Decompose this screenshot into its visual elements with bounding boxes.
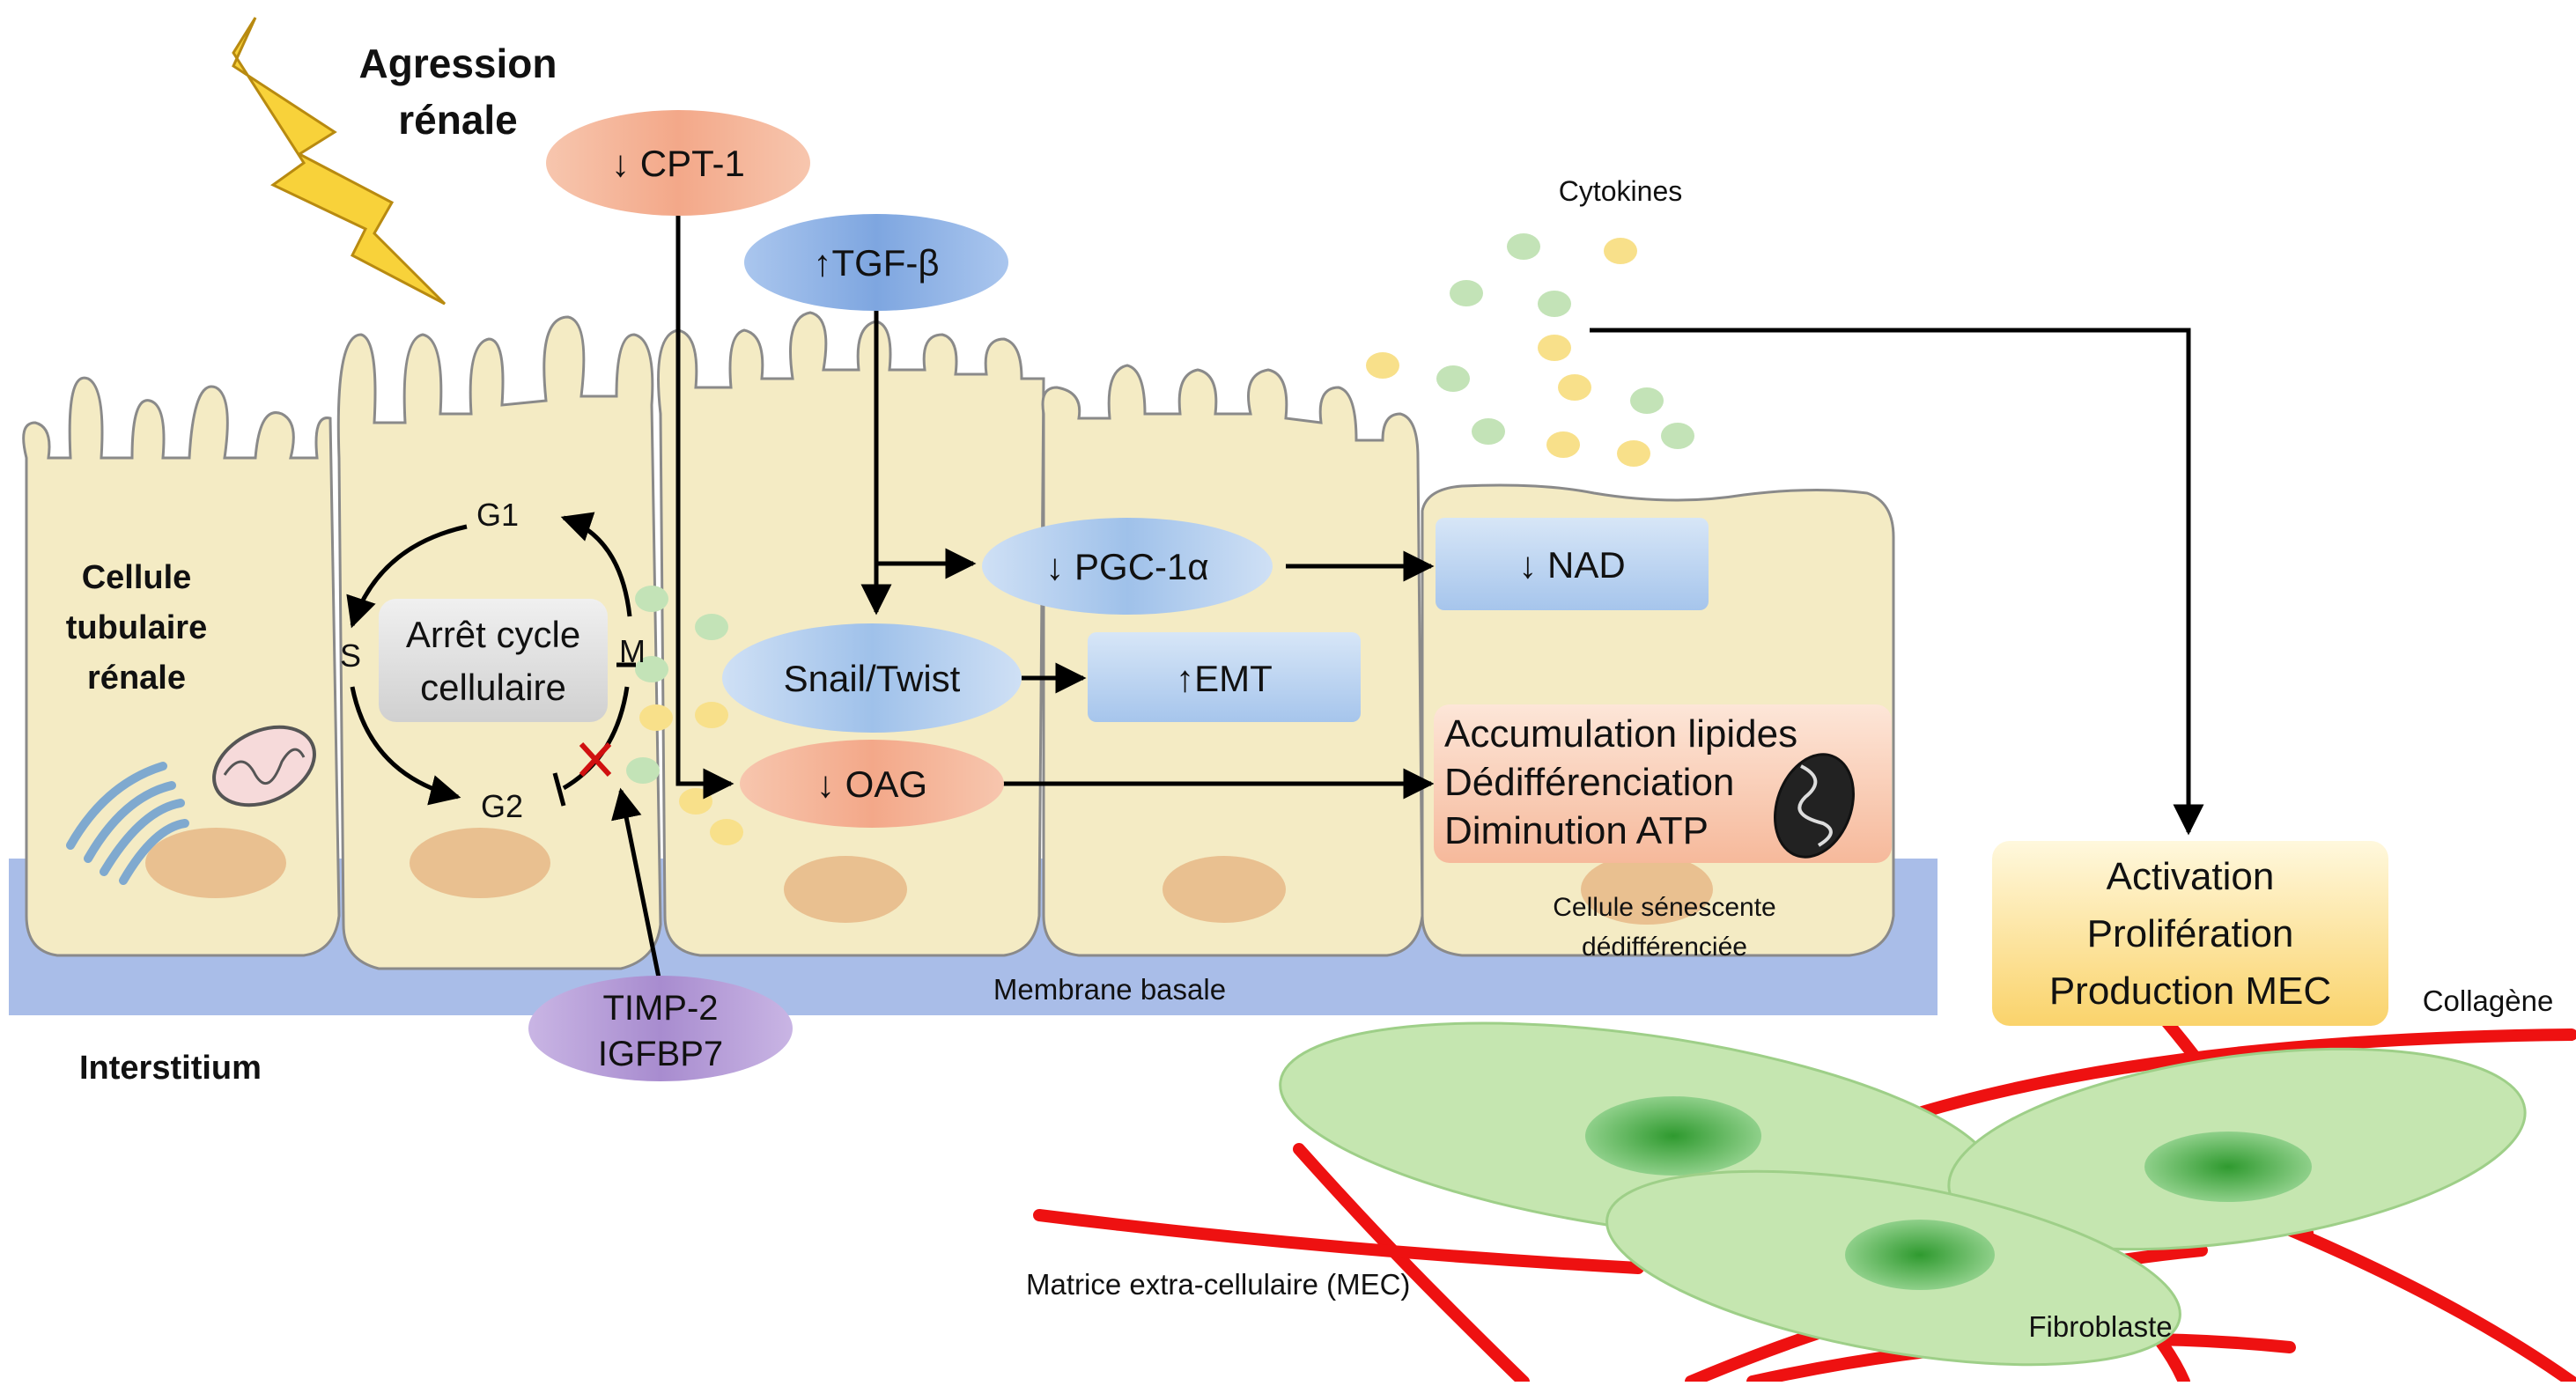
fibroblasts <box>1279 1021 2527 1367</box>
emt-box <box>1088 632 1361 722</box>
interstitium-label: Interstitium <box>79 1050 262 1087</box>
cytokine <box>639 704 673 731</box>
cytokine <box>626 757 660 784</box>
cpt1-label: ↓ CPT-1 <box>611 143 745 184</box>
cycle-arrow-s-g2 <box>350 686 461 806</box>
cytokine <box>1538 291 1571 317</box>
fibroblast <box>1947 1047 2527 1251</box>
oag-label: ↓ OAG <box>816 763 927 805</box>
nad-label: ↓ NAD <box>1518 544 1625 586</box>
cytokine <box>1661 423 1694 449</box>
agression-label-line2: rénale <box>398 97 518 143</box>
activation-line3: Production MEC <box>2049 969 2331 1013</box>
cytokine <box>710 819 743 845</box>
arrow-cpt1-oag <box>675 216 734 800</box>
cytokine <box>1436 365 1470 392</box>
tubular-cell-label-line2: tubulaire <box>66 609 207 646</box>
cytokines-label: Cytokines <box>1559 175 1683 207</box>
dark-mitochondrion-overlay-icon <box>1774 753 1855 859</box>
inhibition-bar <box>552 772 566 807</box>
activation-line1: Activation <box>2107 855 2275 898</box>
nucleus <box>410 828 550 898</box>
snail-node <box>722 623 1022 733</box>
cycle-arrow-g1-s <box>346 524 468 629</box>
arrow-cytokines-activation <box>1590 328 2204 836</box>
snail-label: Snail/Twist <box>784 658 961 699</box>
mitochondrion-icon <box>212 725 316 807</box>
activation-box <box>1992 841 2388 1026</box>
cycle-m-label: M <box>619 633 646 669</box>
senescent-label-line2: dédifférenciée <box>1582 933 1747 962</box>
cycle-arrest-line2: cellulaire <box>420 667 566 708</box>
cross-icon <box>579 741 612 778</box>
cycle-arrest-line1: Arrêt cycle <box>406 614 580 655</box>
timp-node <box>528 976 793 1081</box>
timp-label-line2: IGFBP7 <box>598 1035 723 1073</box>
emt-label: ↑EMT <box>1176 658 1273 699</box>
golgi-icon <box>66 762 189 885</box>
nuclei <box>145 828 1713 925</box>
nucleus <box>145 828 286 898</box>
lipides-line1: Accumulation lipides <box>1444 712 1797 756</box>
cytokine <box>1507 233 1540 260</box>
cytokine <box>1366 352 1399 379</box>
cytokine <box>635 586 668 612</box>
cytokine <box>1546 431 1580 458</box>
cytokine <box>635 656 668 682</box>
tubular-cell-label-line3: rénale <box>87 660 186 697</box>
agression-label-line1: Agression <box>359 41 557 86</box>
tgfb-node <box>744 214 1008 311</box>
arrow-timp-cycle <box>611 787 663 987</box>
cell-1 <box>22 376 341 957</box>
cytokine <box>1630 387 1664 414</box>
cycle-g2-label: G2 <box>481 788 523 824</box>
cytokine <box>1558 374 1591 401</box>
cytokine <box>679 788 712 815</box>
cytokine <box>1472 418 1505 445</box>
cycle-g1-label: G1 <box>476 497 519 533</box>
cytokines <box>626 233 1694 845</box>
tubular-cell-label-line1: Cellule <box>82 559 192 596</box>
nucleus <box>1163 856 1286 923</box>
cytokine <box>695 614 728 640</box>
membrane-label: Membrane basale <box>993 973 1226 1006</box>
nad-box <box>1436 518 1709 610</box>
pgc1a-label: ↓ PGC-1α <box>1045 546 1208 587</box>
cycle-arrow-m-g1 <box>560 512 632 617</box>
lipides-line2: Dédifférenciation <box>1444 761 1734 804</box>
collagen-label: Collagène <box>2423 984 2554 1017</box>
cpt1-node <box>546 110 810 216</box>
timp-label-line1: TIMP-2 <box>602 989 718 1028</box>
activation-line2: Prolifération <box>2087 912 2294 955</box>
cytokine <box>1604 238 1637 264</box>
cytokine <box>1538 335 1571 361</box>
oag-node <box>740 740 1004 828</box>
cytokine <box>695 702 728 728</box>
pgc1a-node <box>982 518 1273 615</box>
cytokine <box>1617 440 1650 467</box>
tgfb-label: ↑TGF-β <box>813 242 939 284</box>
lipides-line3: Diminution ATP <box>1444 809 1709 852</box>
arrows <box>611 216 2204 987</box>
mec-label: Matrice extra-cellulaire (MEC) <box>1026 1268 1410 1301</box>
cytokine <box>1450 280 1483 306</box>
cycle-s-label: S <box>340 638 361 674</box>
cell-cycle-arrest-box <box>379 599 608 722</box>
fibroblast <box>1605 1169 2181 1367</box>
senescent-label-line1: Cellule sénescente <box>1553 893 1776 922</box>
nucleus <box>784 856 907 923</box>
fibroblast-label: Fibroblaste <box>2028 1310 2172 1343</box>
nucleus <box>1581 854 1713 925</box>
lightning-icon <box>232 17 447 306</box>
